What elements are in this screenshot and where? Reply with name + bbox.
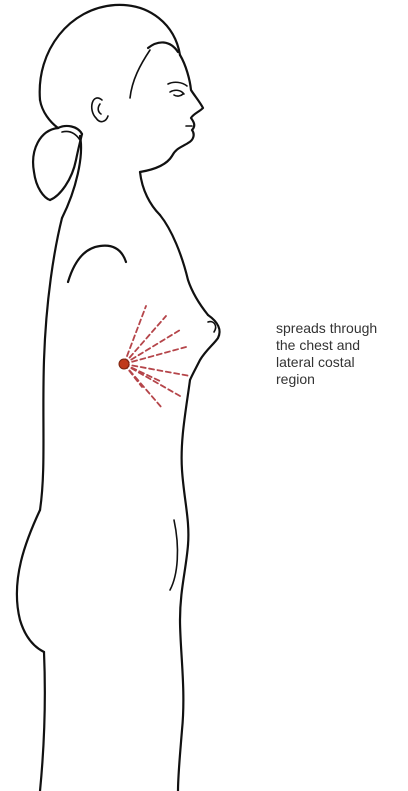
caption-line-2: the chest and — [276, 337, 404, 354]
head-outline — [40, 5, 203, 172]
back-outline — [17, 218, 62, 791]
caption-text: spreads through the chest and lateral co… — [276, 320, 404, 388]
front-outline — [160, 215, 220, 791]
pain-point-icon — [119, 359, 129, 369]
neck-outline — [62, 136, 160, 218]
caption-line-3: lateral costal — [276, 354, 404, 371]
caption-line-1: spreads through — [276, 320, 404, 337]
pain-radiation-icon — [124, 306, 190, 408]
arm-outline — [68, 246, 126, 282]
caption-line-4: region — [276, 371, 404, 388]
